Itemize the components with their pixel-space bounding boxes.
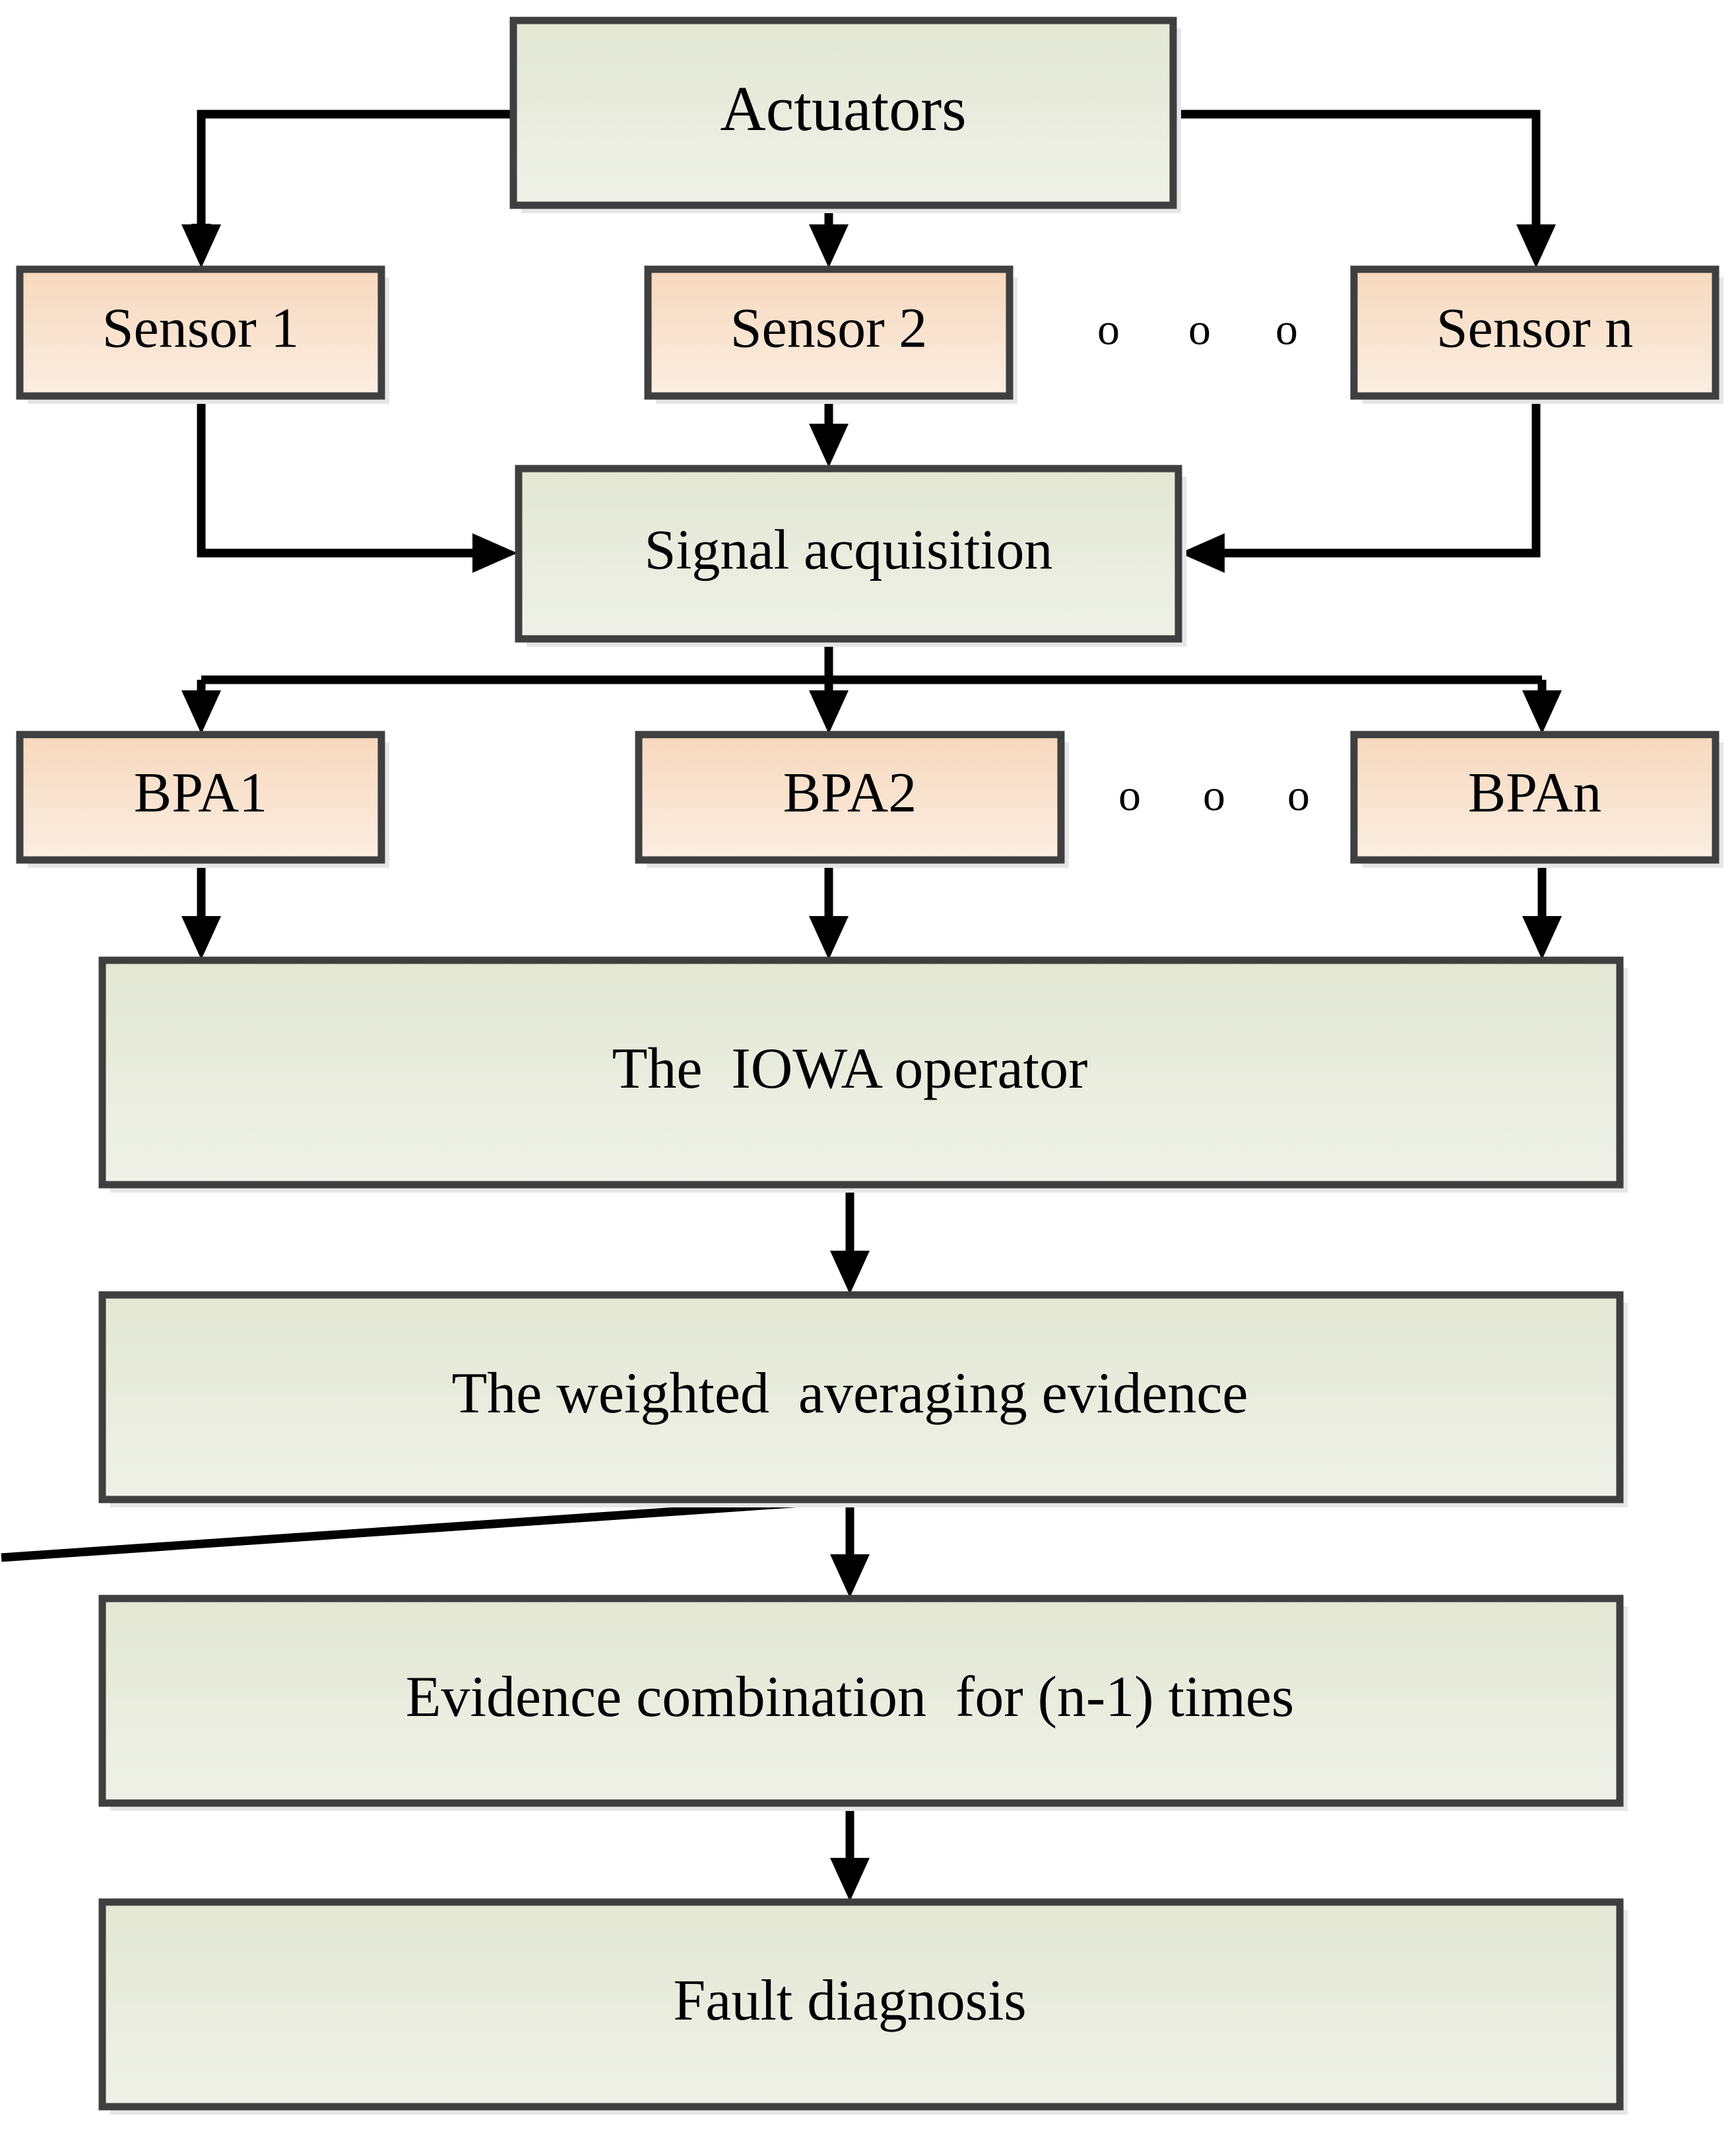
signal-acquisition-box[interactable] [515, 465, 1182, 643]
node-bpa2[interactable]: BPA2 [635, 731, 1065, 864]
ellipsis-dot-icon: o [1188, 304, 1211, 354]
ellipsis-dot-icon: o [1118, 770, 1141, 820]
actuators-box[interactable] [509, 16, 1177, 209]
arrowhead-sensor1 [181, 224, 221, 268]
sensor-2-box[interactable] [644, 265, 1013, 400]
bpan-box[interactable] [1350, 731, 1720, 864]
connector-actuators-to-sensor1 [191, 110, 513, 246]
node-bpa1[interactable]: BPA1 [16, 731, 385, 864]
bpan-label: BPAn [1468, 761, 1601, 824]
arrowhead-signal-top [809, 424, 849, 467]
node-actuators[interactable]: Actuators [509, 16, 1177, 209]
node-sensor-n[interactable]: Sensor n [1350, 265, 1720, 400]
bpa-row-ellipsis: o o o [1118, 770, 1310, 820]
connector-layer [1, 110, 1562, 1901]
ellipsis-dot-icon: o [1275, 304, 1298, 354]
ellipsis-dot-icon: o [1097, 304, 1120, 354]
ellipsis-dot-icon: o [1287, 770, 1310, 820]
arrowhead-bpa1 [181, 690, 221, 734]
sensor-n-label: Sensor n [1436, 296, 1634, 360]
signal-acquisition-label: Signal acquisition [645, 518, 1053, 581]
arrowhead-iowa-left [181, 916, 221, 960]
node-layer: Actuators Sensor 1 Sensor 2 Sensor n o o… [16, 16, 1720, 2111]
arrowhead-fault [830, 1858, 870, 1901]
node-fault-diagnosis[interactable]: Fault diagnosis [98, 1898, 1624, 2111]
arrowhead-iowa-mid [809, 916, 849, 960]
node-weighted-averaging[interactable]: The weighted averaging evidence [98, 1291, 1624, 1503]
node-signal-acquisition[interactable]: Signal acquisition [515, 465, 1182, 643]
bpa2-box[interactable] [635, 731, 1065, 864]
evidence-combination-box[interactable] [98, 1595, 1624, 1807]
arrowhead-weighted [830, 1251, 870, 1294]
arrowhead-signal-right [1180, 533, 1225, 573]
arrowhead-sensorn [1516, 224, 1556, 268]
connector-sensorn-to-signal [1223, 396, 1541, 558]
actuators-label: Actuators [720, 73, 966, 144]
fault-diagnosis-label: Fault diagnosis [673, 1969, 1026, 2033]
sensor-1-box[interactable] [16, 265, 385, 400]
bpa1-label: BPA1 [134, 761, 267, 824]
arrowhead-signal-left [472, 533, 517, 573]
weighted-averaging-label: The weighted averaging evidence [452, 1362, 1248, 1426]
arrowhead-sensor2 [809, 224, 849, 268]
ellipsis-dot-icon: o [1203, 770, 1225, 820]
arrowhead-evidence [830, 1554, 870, 1598]
fault-diagnosis-box[interactable] [98, 1898, 1624, 2111]
arrowhead-iowa-right [1522, 916, 1562, 960]
iowa-operator-label: The IOWA operator [612, 1037, 1088, 1101]
weighted-averaging-box[interactable] [98, 1291, 1624, 1503]
arrowhead-bpan [1522, 690, 1562, 734]
sensor-1-label: Sensor 1 [102, 296, 300, 360]
node-sensor-2[interactable]: Sensor 2 [644, 265, 1013, 400]
iowa-operator-box[interactable] [98, 956, 1624, 1189]
sensor-2-label: Sensor 2 [730, 296, 928, 360]
node-bpan[interactable]: BPAn [1350, 731, 1720, 864]
node-iowa-operator[interactable]: The IOWA operator [98, 956, 1624, 1189]
arrowhead-bpa2 [809, 690, 849, 734]
connector-actuators-to-sensorn [1173, 110, 1541, 246]
connector-sensor1-to-signal [197, 396, 474, 558]
connector-weighted-to-evidence [1, 1495, 854, 1562]
node-sensor-1[interactable]: Sensor 1 [16, 265, 385, 400]
node-evidence-combination[interactable]: Evidence combination for (n-1) times [98, 1595, 1624, 1807]
evidence-combination-label: Evidence combination for (n-1) times [406, 1665, 1294, 1729]
bpa1-box[interactable] [16, 731, 385, 864]
bpa2-label: BPA2 [783, 761, 916, 824]
connector-signal-bus [197, 639, 1547, 711]
sensor-row-ellipsis: o o o [1097, 304, 1298, 354]
sensor-n-box[interactable] [1350, 265, 1720, 400]
